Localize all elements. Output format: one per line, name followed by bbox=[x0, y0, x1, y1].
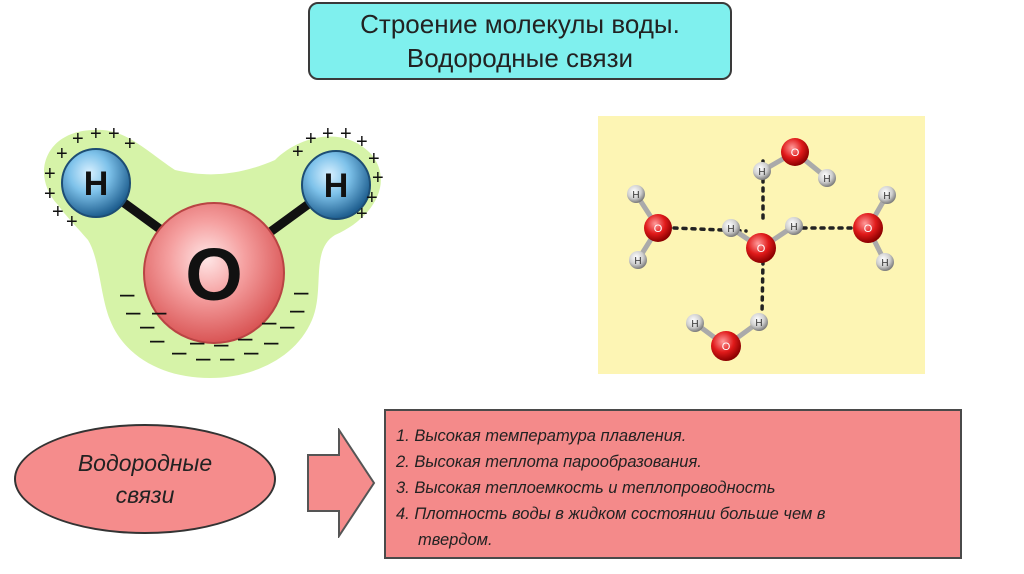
minus-sign: – bbox=[140, 310, 155, 340]
property-item-4: 4. Плотность воды в жидком состоянии бол… bbox=[396, 505, 826, 523]
oxygen-atom bbox=[143, 202, 285, 344]
plus-sign: + bbox=[356, 131, 368, 153]
property-item-3: 3. Высокая теплоемкость и теплопроводнос… bbox=[396, 479, 776, 497]
negative-charges: – – – – – – – – – – – – – – – – – bbox=[120, 276, 309, 372]
plus-sign: + bbox=[322, 123, 334, 145]
hydrogen-bond-lattice: O H H O H H O H H O H H O bbox=[598, 116, 925, 374]
hydrogen-bonds-ellipse: Водородные связи bbox=[14, 424, 276, 534]
plus-sign: + bbox=[368, 148, 380, 170]
svg-text:O: O bbox=[757, 243, 766, 255]
plus-sign: + bbox=[305, 128, 317, 150]
plus-sign: + bbox=[90, 123, 102, 145]
minus-sign: – bbox=[196, 342, 211, 372]
minus-sign: – bbox=[172, 336, 187, 366]
svg-text:O: O bbox=[791, 147, 800, 159]
hydrogen-bond bbox=[672, 226, 748, 233]
minus-sign: – bbox=[150, 324, 165, 354]
ellipse-line-1: Водородные bbox=[77, 450, 213, 476]
plus-sign: + bbox=[366, 187, 378, 209]
hydrogen-label-right: H bbox=[324, 167, 349, 205]
plus-sign: + bbox=[340, 123, 352, 145]
water-molecule-top: O H H bbox=[753, 138, 836, 187]
minus-sign: – bbox=[294, 276, 309, 306]
plus-sign: + bbox=[72, 128, 84, 150]
minus-sign: – bbox=[238, 322, 253, 352]
plus-sign: + bbox=[108, 123, 120, 145]
properties-box: 1. Высокая температура плавления. 2. Выс… bbox=[384, 409, 962, 559]
oxygen-label: O bbox=[185, 233, 243, 316]
svg-text:O: O bbox=[864, 223, 873, 235]
plus-sign: + bbox=[44, 183, 56, 205]
hydrogen-atom-left bbox=[61, 148, 131, 218]
water-molecule-left: O H H bbox=[627, 185, 672, 269]
svg-text:H: H bbox=[634, 256, 641, 267]
plus-sign: + bbox=[372, 167, 384, 189]
minus-sign: – bbox=[262, 306, 277, 336]
water-molecule-center: O H H bbox=[722, 217, 803, 263]
minus-sign: – bbox=[126, 296, 141, 326]
svg-text:O: O bbox=[654, 223, 663, 235]
hydrogen-atom-right bbox=[301, 150, 371, 220]
svg-text:H: H bbox=[790, 222, 797, 233]
minus-sign: – bbox=[120, 278, 135, 308]
water-molecule-bottom: O H H bbox=[686, 313, 768, 361]
plus-sign: + bbox=[292, 141, 304, 163]
svg-text:O: O bbox=[722, 341, 731, 353]
svg-text:H: H bbox=[632, 190, 639, 201]
hydrogen-bonds bbox=[672, 159, 858, 316]
water-molecule-diagram: H H O + + + + + + + + + + + + + + + + + … bbox=[44, 123, 384, 378]
svg-text:H: H bbox=[823, 174, 830, 185]
positive-charges: + + + + + + + + + + + + + + + + + + bbox=[44, 123, 384, 233]
water-molecule-right: O H H bbox=[853, 186, 896, 271]
plus-sign: + bbox=[44, 163, 56, 185]
plus-sign: + bbox=[56, 143, 68, 165]
title-line-2: Водородные связи bbox=[406, 43, 634, 73]
title-line-1: Строение молекулы воды. bbox=[360, 9, 680, 39]
plus-sign: + bbox=[66, 211, 78, 233]
minus-sign: – bbox=[214, 328, 229, 358]
minus-sign: – bbox=[280, 310, 295, 340]
minus-sign: – bbox=[190, 326, 205, 356]
hydrogen-bond bbox=[760, 259, 765, 316]
hydrogen-label-left: H bbox=[84, 165, 109, 203]
minus-sign: – bbox=[152, 296, 167, 326]
property-item-2: 2. Высокая теплота парообразования. bbox=[396, 453, 702, 471]
properties-list: 1. Высокая температура плавления. 2. Выс… bbox=[396, 423, 946, 553]
ellipse-line-2: связи bbox=[115, 482, 175, 508]
arrow-right-icon bbox=[307, 428, 376, 538]
property-item-1: 1. Высокая температура плавления. bbox=[396, 427, 687, 445]
property-item-4-continuation: твердом. bbox=[418, 531, 493, 549]
svg-text:H: H bbox=[881, 258, 888, 269]
svg-text:H: H bbox=[758, 167, 765, 178]
svg-text:H: H bbox=[727, 224, 734, 235]
plus-sign: + bbox=[124, 133, 136, 155]
svg-text:H: H bbox=[755, 318, 762, 329]
plus-sign: + bbox=[52, 201, 64, 223]
svg-text:H: H bbox=[691, 319, 698, 330]
minus-sign: – bbox=[220, 342, 235, 372]
plus-sign: + bbox=[356, 203, 368, 225]
minus-sign: – bbox=[264, 326, 279, 356]
minus-sign: – bbox=[290, 294, 305, 324]
svg-text:H: H bbox=[883, 191, 890, 202]
title-box: Строение молекулы воды. Водородные связи bbox=[308, 2, 732, 80]
minus-sign: – bbox=[244, 336, 259, 366]
